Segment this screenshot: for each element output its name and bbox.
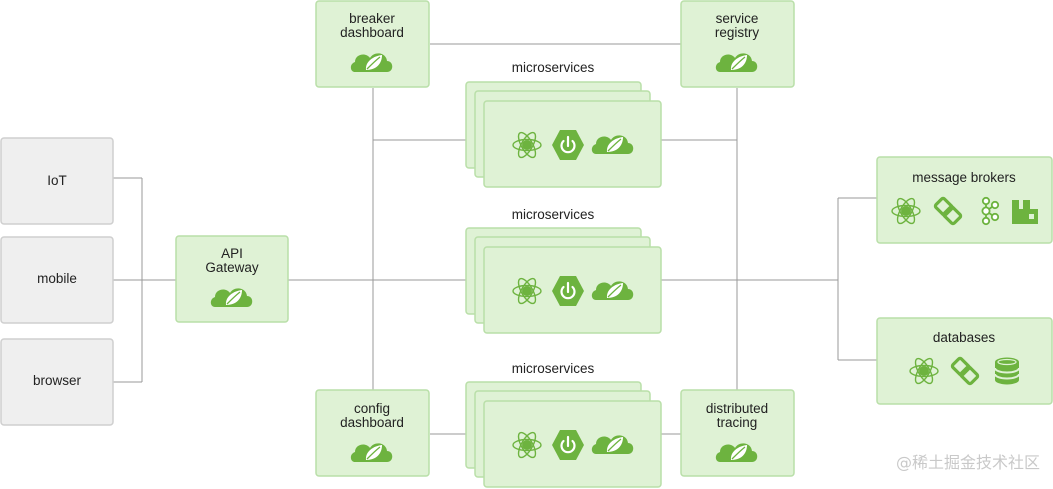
- config-dashboard-label-1: config: [354, 401, 390, 416]
- service-registry-label-2: registry: [715, 25, 760, 40]
- connector-lines: [113, 43, 877, 435]
- breaker-dashboard-label-1: breaker: [349, 11, 395, 26]
- database-icon: [994, 356, 1020, 386]
- databases-title: databases: [933, 330, 996, 345]
- distributed-tracing-box: distributed tracing: [680, 389, 795, 477]
- client-browser: browser: [0, 338, 114, 426]
- message-brokers-box: message brokers: [876, 156, 1053, 244]
- service-registry-label-1: service: [716, 11, 759, 26]
- client-iot-label: IoT: [47, 173, 67, 188]
- microservices-group-middle: microservices: [465, 207, 662, 334]
- config-dashboard-label-2: dashboard: [340, 415, 404, 430]
- watermark-text: @稀土掘金技术社区: [896, 453, 1040, 472]
- distributed-tracing-label-1: distributed: [706, 401, 768, 416]
- microservices-group-bottom: microservices: [465, 361, 662, 488]
- breaker-dashboard-box: breaker dashboard: [315, 0, 430, 88]
- config-dashboard-box: config dashboard: [315, 389, 430, 477]
- client-iot: IoT: [0, 137, 114, 225]
- api-gateway-label-2: Gateway: [205, 260, 259, 275]
- message-brokers-title: message brokers: [912, 170, 1016, 185]
- microservices-title-top: microservices: [512, 60, 595, 75]
- breaker-dashboard-label-2: dashboard: [340, 25, 404, 40]
- client-mobile: mobile: [0, 236, 114, 324]
- service-registry-box: service registry: [680, 0, 795, 88]
- distributed-tracing-label-2: tracing: [717, 415, 758, 430]
- api-gateway-box: API Gateway: [175, 235, 289, 323]
- microservices-title-bottom: microservices: [512, 361, 595, 376]
- microservices-group-top: microservices: [465, 60, 662, 188]
- api-gateway-label-1: API: [221, 246, 243, 261]
- client-mobile-label: mobile: [37, 271, 77, 286]
- databases-box: databases: [876, 317, 1053, 405]
- microservices-title-middle: microservices: [512, 207, 595, 222]
- client-browser-label: browser: [33, 373, 82, 388]
